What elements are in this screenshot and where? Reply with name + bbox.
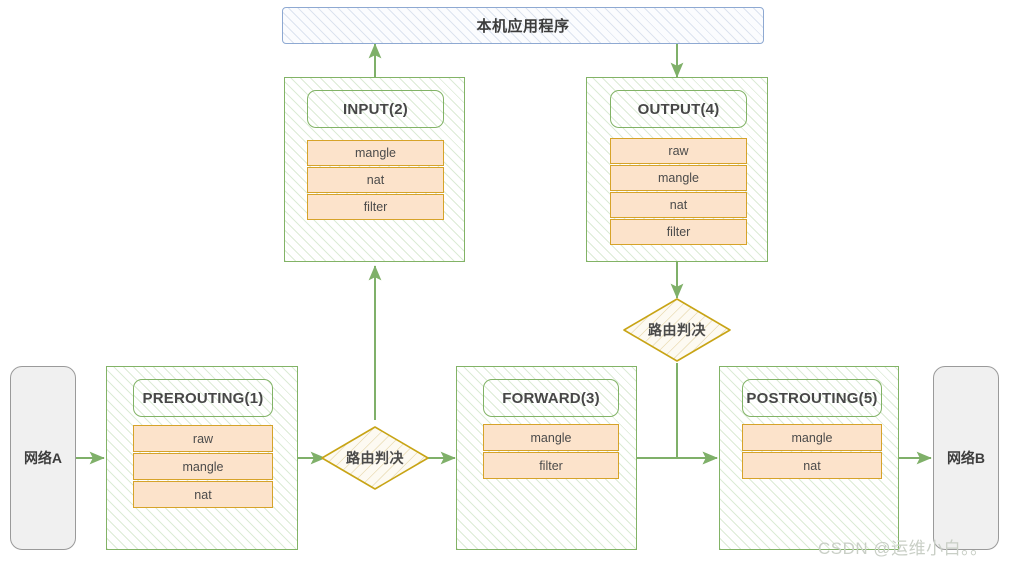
chain-forward-label: FORWARD(3) bbox=[502, 389, 600, 407]
csdn-watermark: CSDN @运维小白。。 bbox=[818, 539, 988, 558]
chain-input-title: INPUT(2) bbox=[307, 90, 444, 128]
routing-decision-2-label: 路由判决 bbox=[648, 322, 706, 338]
chain-postrouting-label: POSTROUTING(5) bbox=[746, 389, 878, 407]
table-prerouting-nat: nat bbox=[133, 481, 273, 508]
table-prerouting-raw: raw bbox=[133, 425, 273, 452]
edge-decision2-postrouting bbox=[676, 363, 718, 465]
endpoint-network-b: 网络B bbox=[933, 366, 999, 550]
table-postrouting-nat: nat bbox=[742, 452, 882, 479]
routing-decision-2-shape bbox=[623, 298, 731, 362]
chain-input-label: INPUT(2) bbox=[343, 100, 408, 118]
table-prerouting-mangle: mangle bbox=[133, 453, 273, 480]
chain-output: OUTPUT(4) raw mangle nat filter bbox=[586, 77, 768, 262]
table-output-nat: nat bbox=[610, 192, 747, 218]
chain-prerouting-label: PREROUTING(1) bbox=[142, 389, 264, 407]
table-output-filter: filter bbox=[610, 219, 747, 245]
table-input-nat: nat bbox=[307, 167, 444, 193]
endpoint-network-b-label: 网络B bbox=[946, 450, 986, 466]
table-input-filter: filter bbox=[307, 194, 444, 220]
chain-output-label: OUTPUT(4) bbox=[637, 100, 720, 118]
table-forward-mangle: mangle bbox=[483, 424, 619, 451]
local-application-box: 本机应用程序 bbox=[282, 7, 764, 44]
chain-input: INPUT(2) mangle nat filter bbox=[284, 77, 465, 262]
table-forward-filter: filter bbox=[483, 452, 619, 479]
endpoint-network-a-label: 网络A bbox=[23, 450, 63, 466]
endpoint-network-a: 网络A bbox=[10, 366, 76, 550]
table-input-mangle: mangle bbox=[307, 140, 444, 166]
chain-prerouting: PREROUTING(1) raw mangle nat bbox=[106, 366, 298, 550]
chain-postrouting: POSTROUTING(5) mangle nat bbox=[719, 366, 899, 550]
chain-forward-title: FORWARD(3) bbox=[483, 379, 619, 417]
table-output-mangle: mangle bbox=[610, 165, 747, 191]
table-postrouting-mangle: mangle bbox=[742, 424, 882, 451]
routing-decision-1-shape bbox=[321, 426, 429, 490]
table-output-raw: raw bbox=[610, 138, 747, 164]
chain-forward: FORWARD(3) mangle filter bbox=[456, 366, 637, 550]
routing-decision-2: 路由判决 bbox=[622, 297, 732, 363]
chain-prerouting-title: PREROUTING(1) bbox=[133, 379, 273, 417]
chain-postrouting-title: POSTROUTING(5) bbox=[742, 379, 882, 417]
routing-decision-1: 路由判决 bbox=[320, 425, 430, 491]
chain-output-title: OUTPUT(4) bbox=[610, 90, 747, 128]
routing-decision-1-label: 路由判决 bbox=[346, 450, 404, 466]
local-application-label: 本机应用程序 bbox=[476, 18, 570, 35]
